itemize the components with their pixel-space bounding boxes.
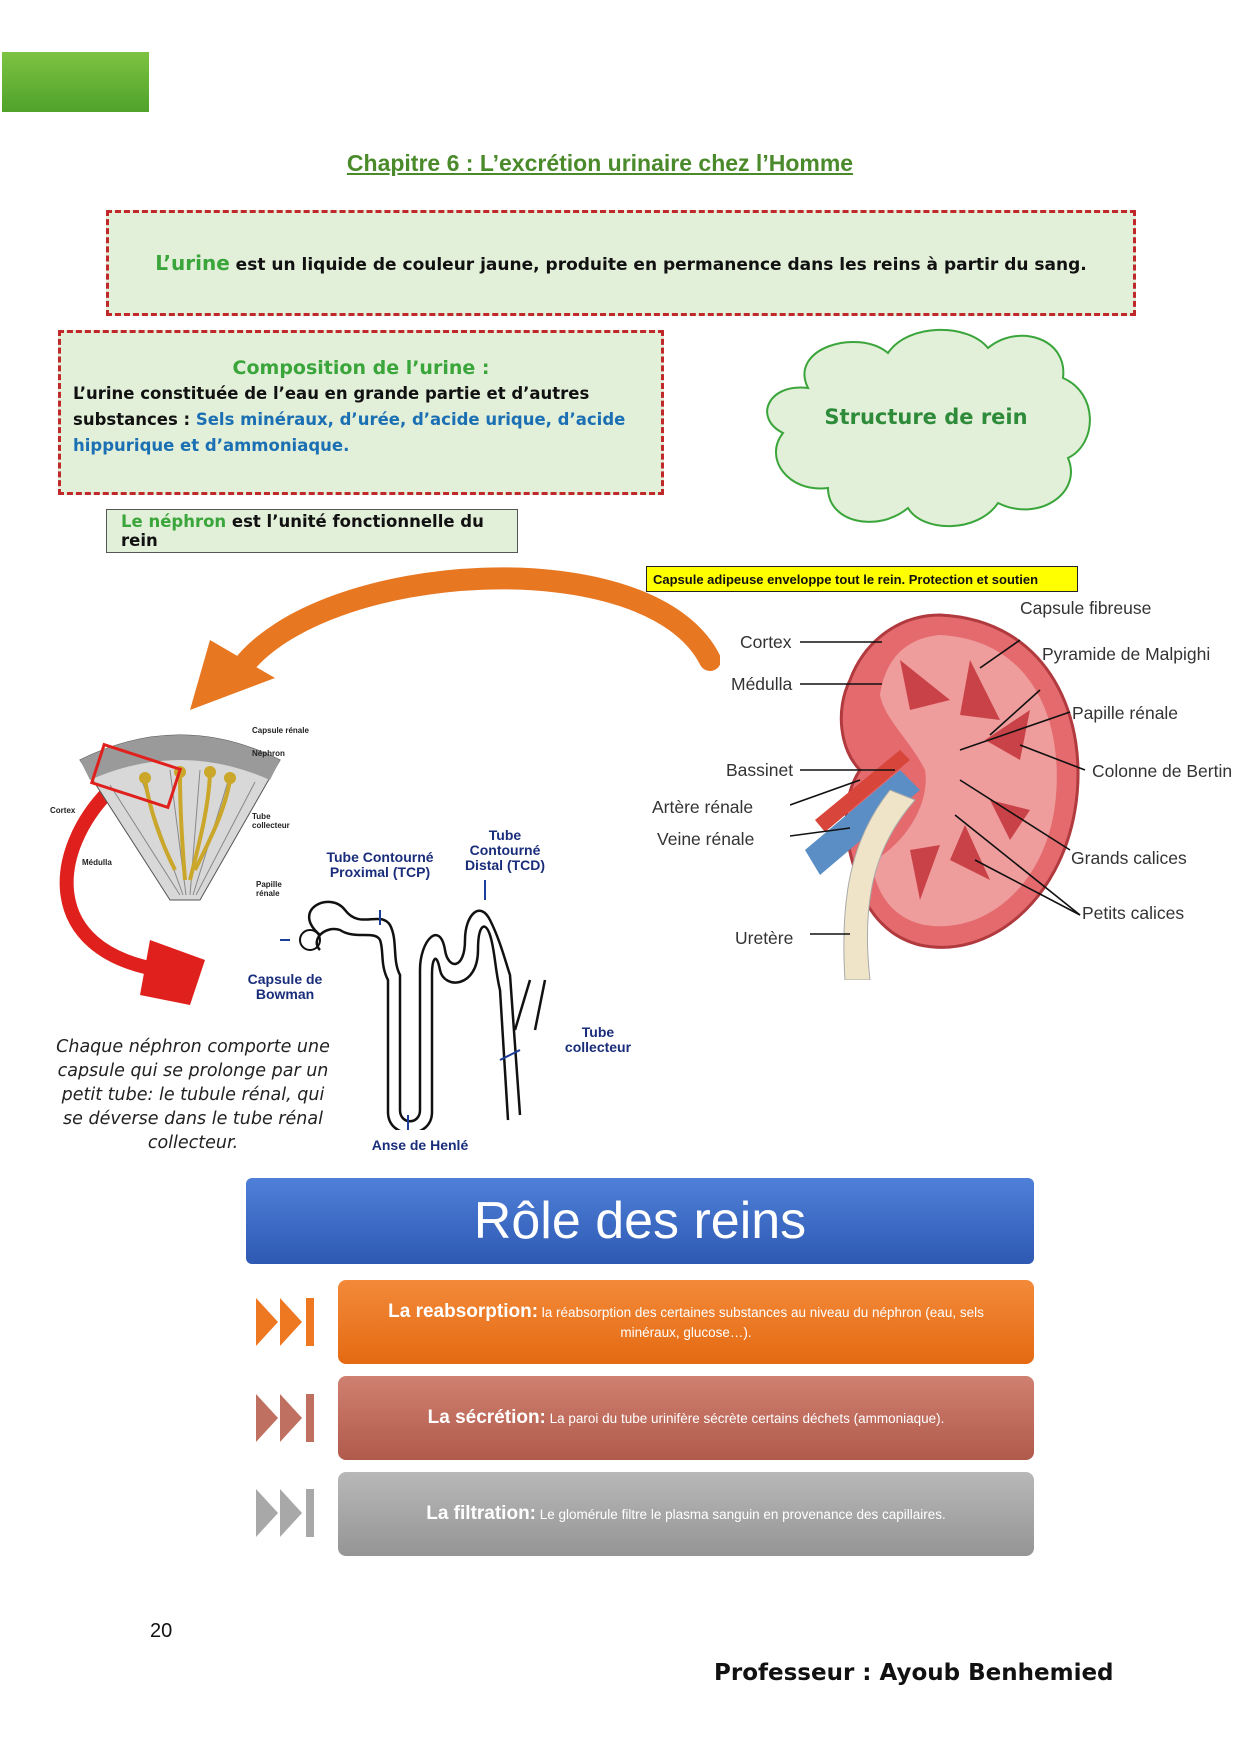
label-grands-calices: Grands calices: [1071, 848, 1187, 868]
definition-text: est un liquide de couleur jaune, produit…: [229, 255, 1087, 275]
role-term-2: La sécrétion:: [427, 1406, 546, 1428]
label-artere: Artère rénale: [652, 797, 754, 817]
label-tube-collecteur: Tube collecteur: [564, 1024, 632, 1055]
role-item-reabsorption: La reabsorption: la réabsorption des cer…: [338, 1280, 1034, 1364]
label-bassinet: Bassinet: [726, 760, 794, 780]
capsule-note: Capsule adipeuse enveloppe tout le rein.…: [646, 566, 1078, 592]
label-veine: Veine rénale: [657, 829, 755, 849]
label-anse-henle: Anse de Henlé: [371, 1137, 469, 1153]
arrow-icon-2: [256, 1394, 314, 1442]
definition-term: L’urine: [155, 251, 230, 275]
role-text-1: la réabsorption des certaines substances…: [538, 1304, 984, 1340]
label-tcp: Tube Contourné Proximal (TCP): [326, 849, 434, 880]
wedge-label-cortex: Cortex: [50, 806, 76, 815]
role-item-filtration: La filtration: Le glomérule filtre le pl…: [338, 1472, 1034, 1556]
label-petits-calices: Petits calices: [1082, 903, 1185, 923]
composition-substances: Sels minéraux, d’urée, d’acide urique, d…: [73, 410, 626, 455]
wedge-label-tube: Tube collecteur: [252, 812, 290, 830]
role-heading: Rôle des reins: [246, 1178, 1034, 1264]
kidney-leader-lines: [790, 639, 1086, 935]
arrow-icon-3: [256, 1489, 314, 1537]
definition-box: L’urine est un liquide de couleur jaune,…: [106, 210, 1136, 316]
label-capsule-bowman: Capsule de Bowman: [247, 971, 323, 1002]
nephron-text: est l’unité fonctionnelle du rein: [121, 512, 484, 550]
label-uretere: Uretère: [735, 928, 794, 948]
label-papille: Papille rénale: [1072, 703, 1179, 723]
wedge-label-medulla: Médulla: [82, 858, 112, 867]
wedge-label-papille: Papille rénale: [256, 880, 282, 898]
label-tcd: Tube Contourné Distal (TCD): [464, 827, 546, 873]
label-colonne: Colonne de Bertin: [1092, 761, 1233, 781]
role-term-1: La reabsorption:: [388, 1300, 539, 1322]
composition-box: Composition de l’urine : L’urine constit…: [58, 330, 664, 495]
role-item-secretion: La sécrétion: La paroi du tube urinifère…: [338, 1376, 1034, 1460]
role-term-3: La filtration:: [426, 1502, 537, 1524]
kidney-cross-section: [805, 613, 1080, 980]
wedge-label-nephron: Néphron: [252, 749, 285, 758]
author: Professeur : Ayoub Benhemied: [714, 1660, 1114, 1686]
nephron-diagram: [280, 880, 547, 1130]
nephron-term: Le néphron: [121, 512, 227, 531]
role-text-3: Le glomérule filtre le plasma sanguin en…: [536, 1506, 946, 1522]
label-medulla: Médulla: [731, 674, 793, 694]
header-tab: [2, 52, 149, 112]
role-text-2: La paroi du tube urinifère sécrète certa…: [545, 1410, 945, 1426]
arrow-icon-1: [256, 1298, 314, 1346]
handwritten-note: Chaque néphron comporte une capsule qui …: [56, 1037, 330, 1153]
composition-text: L’urine constituée de l’eau en grande pa…: [73, 384, 590, 429]
red-curved-arrow: [59, 785, 205, 1005]
structure-cloud: Structure de rein: [766, 328, 1091, 528]
page-number: 20: [150, 1620, 173, 1642]
wedge-label-capsule: Capsule rénale: [252, 726, 309, 735]
label-cortex: Cortex: [740, 632, 792, 652]
orange-curved-arrow: [190, 567, 720, 710]
composition-heading: Composition de l’urine :: [232, 357, 490, 379]
kidney-wedge-diagram: [79, 734, 281, 901]
cloud-label: Structure de rein: [824, 405, 1027, 429]
chapter-title: Chapitre 6 : L’excrétion urinaire chez l…: [346, 150, 854, 176]
nephron-statement: Le néphron est l’unité fonctionnelle du …: [106, 509, 518, 553]
